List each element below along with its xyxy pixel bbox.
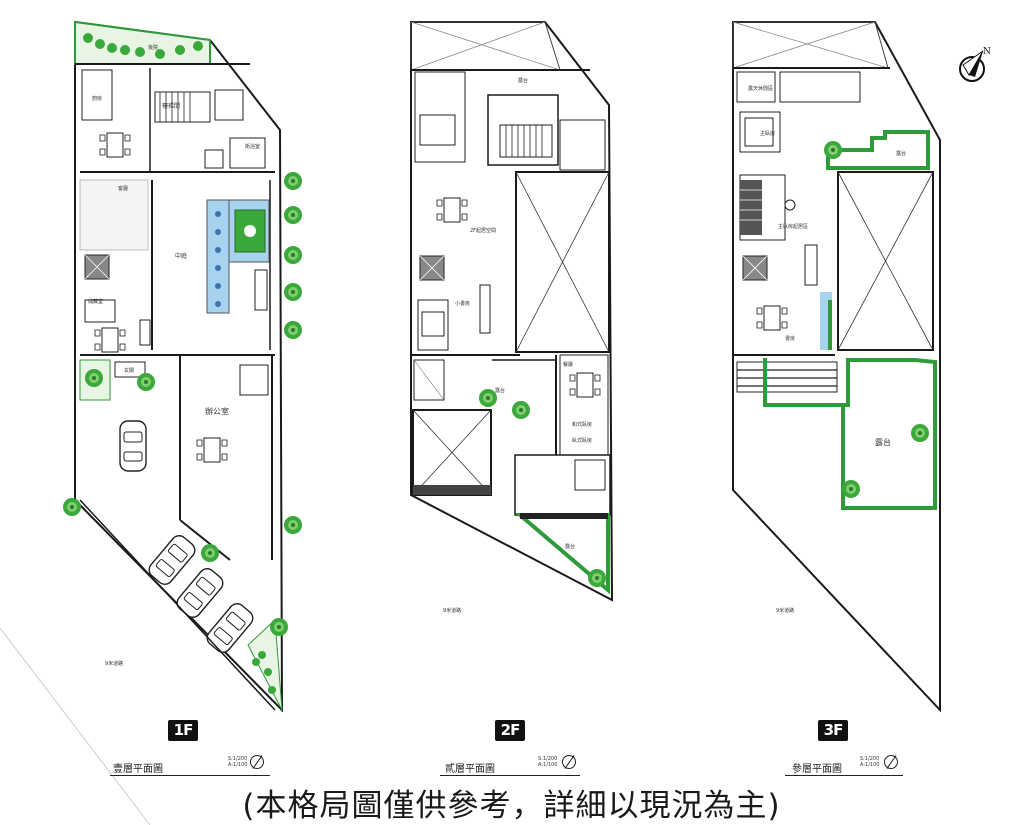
floor-plan-2f: 露台 2F起居空間 小書房 露台 餐廳 和式臥房 臥式臥房 露台 9米道路 (410, 21, 614, 614)
room-label-alley-3f: 9米道路 (776, 607, 794, 614)
title-underline-3f (785, 775, 903, 776)
title-underline-1f (110, 775, 270, 776)
plan-title-3f: 參層平面圖 (792, 764, 842, 775)
room-label-office: 辦公室 (205, 406, 229, 416)
room-label-entry: 玄關 (124, 367, 134, 374)
disclaimer-text: (本格局圖僅供參考，詳細以現況為主) (242, 788, 781, 824)
svg-text:N: N (983, 47, 991, 57)
room-label-storage: 儲藏室 (88, 298, 103, 305)
compass-icon-2f (562, 755, 576, 769)
room-label-yard: 後院 (148, 44, 158, 51)
plan-title-2f: 貳層平面圖 (445, 764, 495, 775)
compass-icon-1f (250, 755, 264, 769)
room-label-bedroom-b: 臥式臥房 (572, 437, 592, 444)
room-label-terrace-big: 露台 (875, 437, 891, 447)
north-arrow-icon: N (959, 47, 991, 82)
compass-icon-3f (884, 755, 898, 769)
room-label-living: 客廳 (118, 185, 128, 192)
plan-title-1f: 壹層平面圖 (113, 764, 163, 775)
floor-badge-3f: 3F (818, 720, 848, 741)
room-label-dining-2f: 餐廳 (563, 361, 573, 368)
floor-plan-3f: 露天休閒區 主臥房 主臥房起居區 露台 書房 露台 9米道路 (732, 21, 941, 713)
room-label-terrace-mid: 露台 (495, 387, 505, 394)
room-label-bath: 衛浴室 (245, 143, 260, 150)
room-label-stair-hall: 樓梯間 (162, 102, 180, 110)
room-label-courtyard: 中庭 (175, 252, 187, 260)
room-label-kitchen: 廚房 (92, 95, 102, 102)
room-label-terrace-top: 露台 (518, 77, 528, 84)
title-underline-2f (440, 775, 580, 776)
room-label-lounge: 主臥房起居區 (778, 223, 808, 230)
room-label-terrace-small: 露台 (896, 150, 906, 157)
floor-plan-1f: 後院 廚房 樓梯間 衛浴室 客廳 中庭 儲藏室 玄關 辦公室 9米道路 (0, 20, 302, 825)
room-label-study-2f: 小書房 (455, 300, 470, 307)
room-label-terrace-bottom: 露台 (565, 543, 575, 550)
room-label-master: 主臥房 (760, 130, 775, 137)
room-label-alley-1f: 9米道路 (105, 660, 123, 667)
room-label-alley-2f: 9米道路 (443, 607, 461, 614)
room-label-3f-top: 露天休閒區 (748, 85, 773, 92)
floor-badge-2f: 2F (495, 720, 525, 741)
room-label-bedroom-a: 和式臥房 (572, 421, 592, 428)
room-label-study-3f: 書房 (785, 335, 795, 342)
floor-badge-1f: 1F (168, 720, 198, 741)
room-label-family: 2F起居空間 (470, 227, 496, 234)
